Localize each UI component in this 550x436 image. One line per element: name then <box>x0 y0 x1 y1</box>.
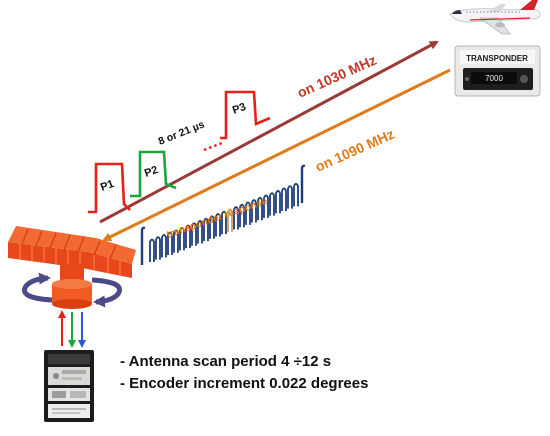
reply-pulse <box>179 227 185 251</box>
reply-pulse <box>245 201 251 225</box>
reply-pulse <box>149 238 155 262</box>
reply-pulse <box>287 185 293 209</box>
rotation-arrow-right <box>91 277 122 308</box>
reply-pulse <box>269 192 275 216</box>
radar-antenna <box>8 226 136 309</box>
reply-pulse <box>275 189 281 214</box>
rotation-arrow-left <box>22 272 53 303</box>
reply-pulse <box>263 194 269 218</box>
reply-pulse <box>227 208 233 232</box>
interrogation-frequency-label: on 1030 MHz <box>295 52 379 101</box>
reply-pulse <box>197 220 203 244</box>
reply-pulse <box>215 213 221 237</box>
reply-pulse <box>167 231 173 256</box>
reply-pulse <box>209 215 215 239</box>
reply-pulse <box>239 203 245 228</box>
transponder-panel: TRANSPONDER 7000 <box>454 45 541 97</box>
pulse-p1 <box>88 162 131 214</box>
equipment-cabinet <box>44 350 94 422</box>
reply-pulse <box>233 206 239 230</box>
reply-frequency-label: on 1090 MHz <box>313 126 397 175</box>
reply-pulse <box>251 199 257 223</box>
pulse-p2 <box>130 150 177 198</box>
pulse-label-p2: P2 <box>143 164 160 180</box>
reply-pulse <box>155 236 161 260</box>
note-scan-period: - Antenna scan period 4 ÷12 s <box>120 353 331 370</box>
reply-pulse <box>173 229 179 253</box>
reply-pulse <box>161 234 167 258</box>
pulse-label-p3: P3 <box>231 101 248 117</box>
reply-pulse <box>203 217 209 242</box>
reply-pulse <box>185 224 191 249</box>
reply-frame-pulse-end <box>300 164 306 203</box>
transponder-panel-label: TRANSPONDER <box>466 54 528 63</box>
reply-pulse <box>281 187 287 211</box>
interrogation-arrow <box>99 40 439 224</box>
reply-frame-pulse-start <box>140 226 146 265</box>
reply-arrow <box>102 68 451 242</box>
reply-pulse <box>257 196 263 221</box>
pulse-p3 <box>220 90 271 140</box>
note-encoder-increment: - Encoder increment 0.022 degrees <box>120 375 368 392</box>
reply-pulse <box>221 210 227 235</box>
pulse-label-p1: P1 <box>99 178 116 194</box>
transponder-display: 7000 <box>485 74 503 83</box>
aircraft-icon <box>449 0 541 35</box>
reply-pulse <box>191 222 197 246</box>
reply-pulse <box>293 182 299 207</box>
pulse-spacing-label: 8 or 21 µs <box>157 118 207 147</box>
pulse-gap-dots <box>203 141 223 152</box>
reply-pulses <box>140 164 306 265</box>
interrogation-pulses: P1 P2 P3 8 or 21 µs <box>88 90 271 214</box>
